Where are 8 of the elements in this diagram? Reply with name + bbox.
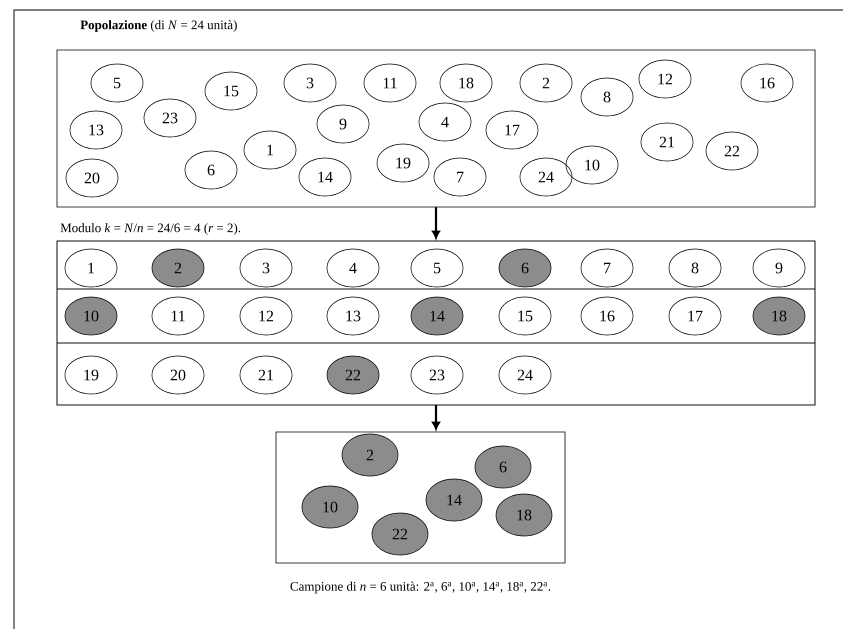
row-band <box>56 240 816 290</box>
node-label: Popolazione (di N = 24 unità) <box>80 20 237 32</box>
row-band <box>56 342 816 406</box>
arrow <box>432 405 440 430</box>
node-label: Campione di n = 6 unità: 2$^{a}$, 6$^{a}$, 10$^{a}$, 14$^{a}$, 18$^{a}$, 22$^{a}$. <box>290 582 550 594</box>
row-band <box>56 288 816 344</box>
node-label: Modulo k = N/n = 24/6 = 4 (r = 2). <box>60 223 240 235</box>
arrow <box>432 207 440 238</box>
